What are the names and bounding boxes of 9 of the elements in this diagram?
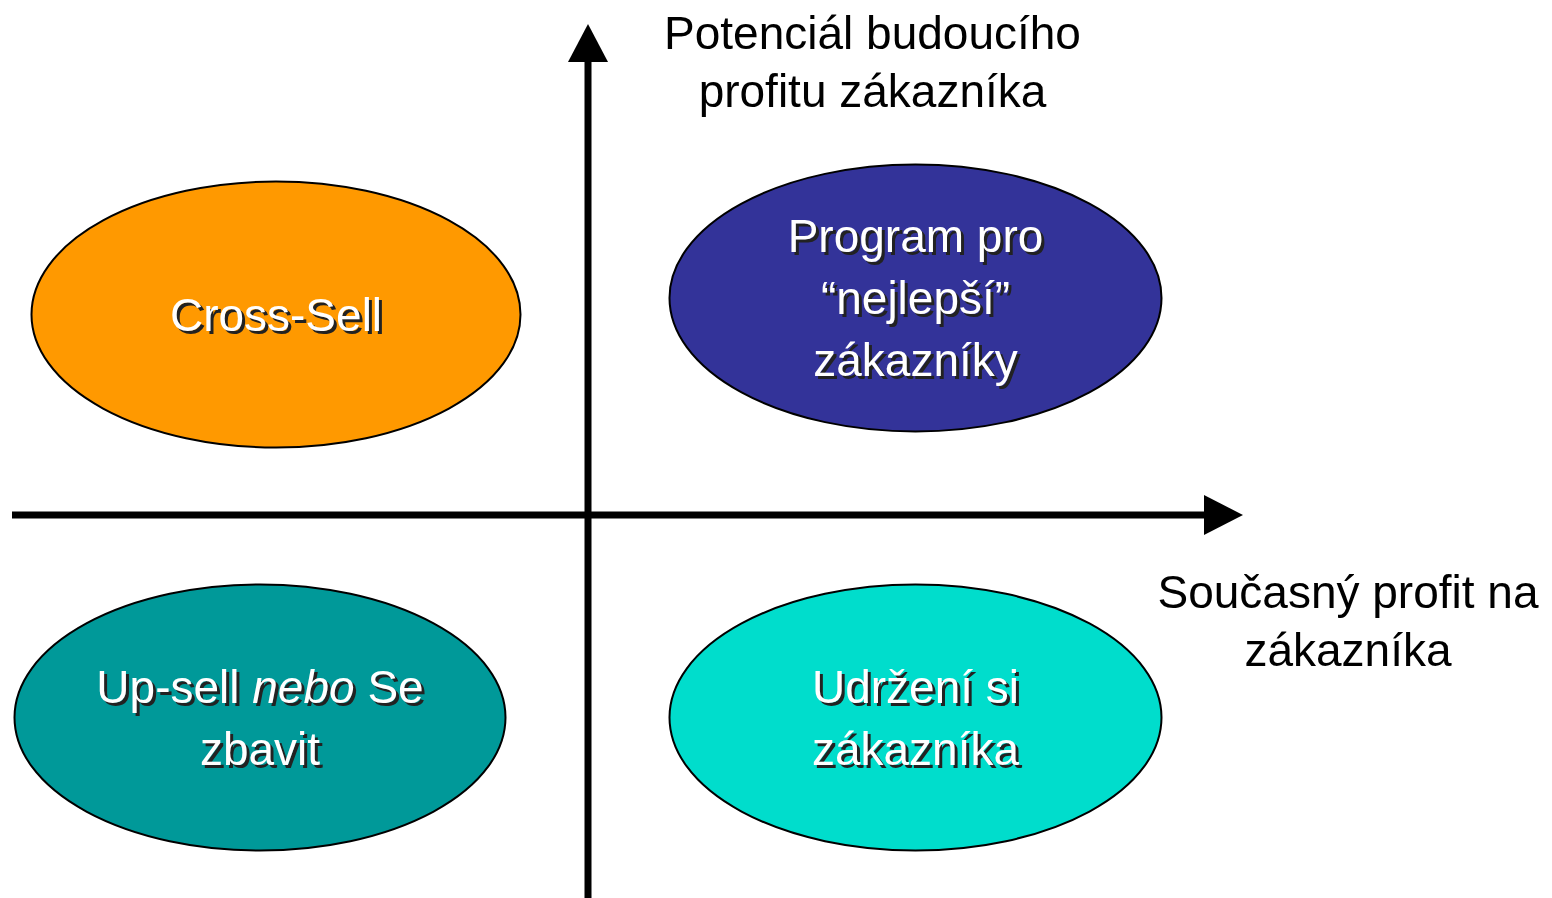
axis-title: Potenciál budoucího profitu zákazníka [663,6,1082,119]
quadrant-ellipse [30,180,522,449]
axis-title: Současný profit na zákazníka [1156,565,1540,678]
quadrant-label: Cross-Sell [168,287,384,343]
quadrant-label: Program pro “nejlepší” zákazníky [786,209,1045,388]
quadrant-label: Up-sell nebo Se zbavit [95,659,425,777]
quadrant-label: Udržení si zákazníka [810,659,1021,777]
quadrant-ellipse [668,163,1163,433]
quadrant-ellipse [13,583,507,852]
